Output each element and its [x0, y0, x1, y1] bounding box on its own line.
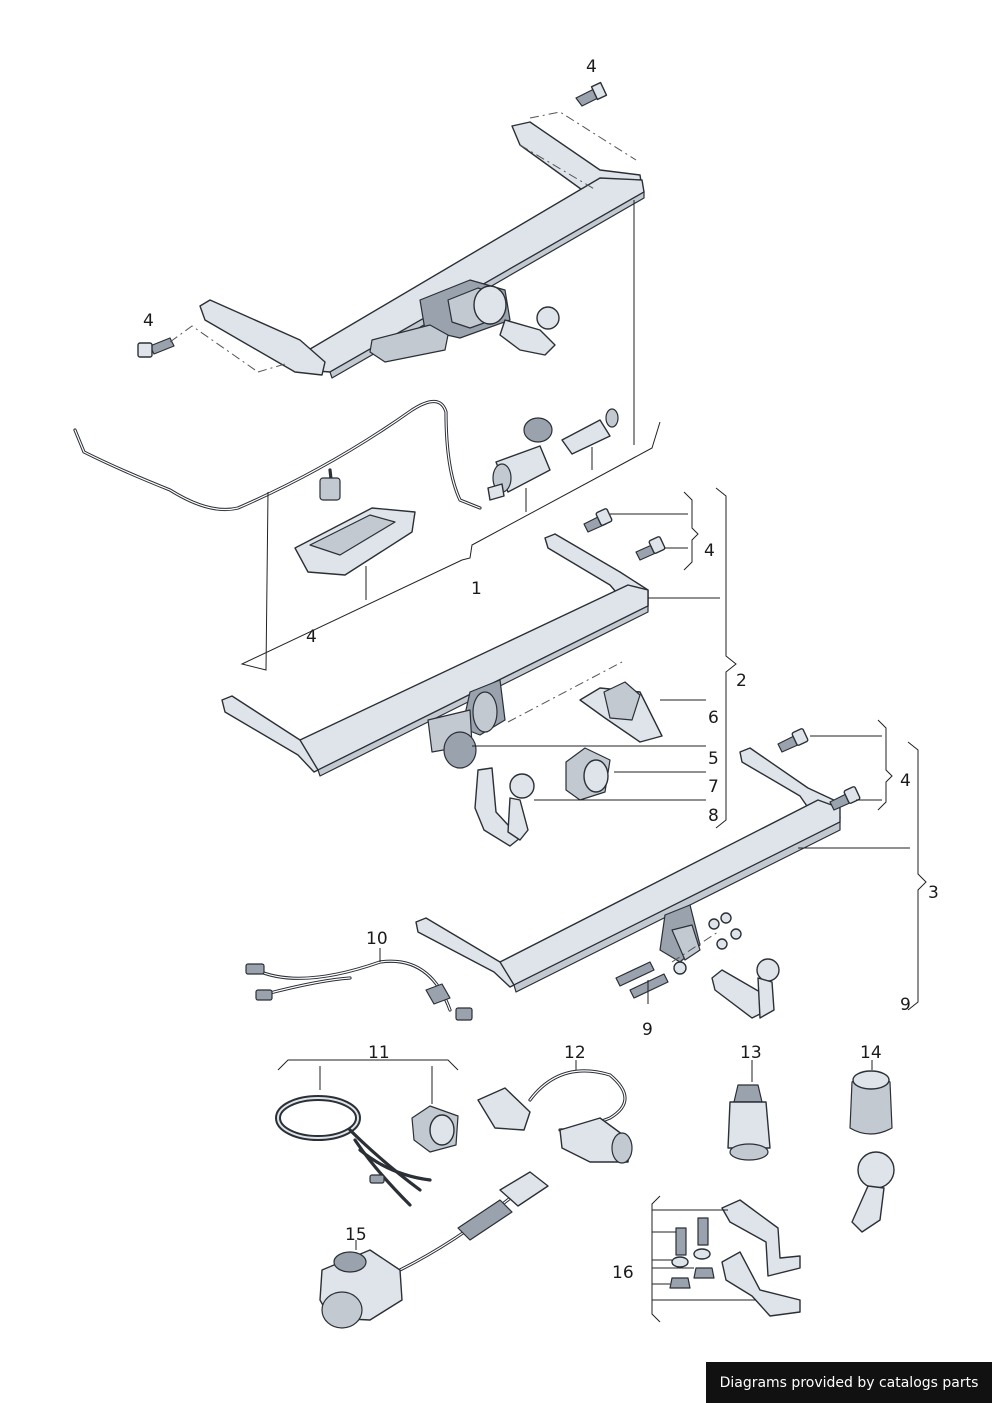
cable-bundle-11[interactable] [275, 1095, 459, 1207]
plate-5[interactable] [443, 731, 477, 769]
label-assembly-3: 3 [928, 883, 939, 903]
plug-13[interactable] [727, 1084, 771, 1161]
label-bracket-4-a: 4 [306, 627, 317, 647]
label-part-5: 5 [708, 749, 719, 769]
cylinder-part-1[interactable] [561, 408, 619, 455]
tow-bar-assembly-1[interactable] [199, 121, 645, 379]
socket-1[interactable] [487, 417, 553, 501]
cover-tray-1[interactable] [294, 507, 416, 576]
label-bolts-4-c: 4 [900, 771, 911, 791]
bolts-9[interactable] [615, 912, 742, 999]
label-part-8: 8 [708, 806, 719, 826]
wiring-harness-10[interactable] [245, 959, 473, 1021]
credit-text: Diagrams provided by catalogs parts [719, 1374, 979, 1391]
label-part-13: 13 [740, 1043, 762, 1063]
label-top-bolt-4: 4 [586, 57, 597, 77]
adapter-15[interactable] [319, 1171, 549, 1329]
bracket-kit-16[interactable] [669, 1199, 801, 1317]
cover-6[interactable] [579, 681, 663, 743]
adapter-cable-12[interactable] [477, 1069, 633, 1164]
bolts-4-b[interactable] [583, 508, 666, 561]
label-part-11: 11 [368, 1043, 390, 1063]
ball-cap-14[interactable] [849, 1070, 895, 1233]
label-part-12: 12 [564, 1043, 586, 1063]
tow-bar-assembly-2[interactable] [221, 533, 649, 777]
label-part-9-right: 9 [900, 995, 911, 1015]
tow-bar-assembly-3[interactable] [415, 747, 841, 993]
bolts-4-c[interactable] [777, 728, 861, 811]
label-part-6: 6 [708, 708, 719, 728]
bolt-4-left[interactable] [137, 337, 175, 358]
label-left-bolt-4: 4 [143, 311, 154, 331]
label-assembly-2: 2 [736, 671, 747, 691]
socket-7[interactable] [565, 747, 611, 801]
bolt-4-top[interactable] [575, 81, 608, 107]
label-part-15: 15 [345, 1225, 367, 1245]
harness-wire-1[interactable] [73, 399, 482, 512]
credit-footer: Diagrams provided by catalogs parts [706, 1362, 992, 1403]
label-assembly-1: 1 [471, 579, 482, 599]
label-part-14: 14 [860, 1043, 882, 1063]
label-bolts-4-b: 4 [704, 541, 715, 561]
label-part-16: 16 [612, 1263, 634, 1283]
label-part-10: 10 [366, 929, 388, 949]
label-part-7: 7 [708, 777, 719, 797]
label-part-9-bolts: 9 [642, 1020, 653, 1040]
ball-neck-8[interactable] [474, 767, 535, 847]
ball-neck-9[interactable] [711, 958, 780, 1019]
